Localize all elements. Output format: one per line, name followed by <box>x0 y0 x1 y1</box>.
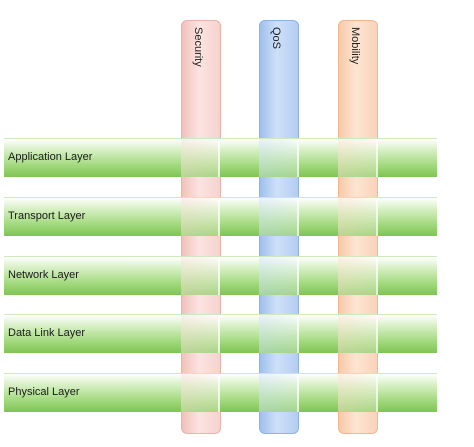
bar-divider <box>376 374 378 412</box>
physical-layer-bar: Physical Layer <box>4 373 437 412</box>
qos-column-label: QoS <box>270 27 282 50</box>
network-layer-label: Network Layer <box>8 269 79 281</box>
bar-divider <box>376 315 378 353</box>
application-layer-bar: Application Layer <box>4 138 437 177</box>
mobility-overlay <box>338 198 376 236</box>
security-overlay <box>181 257 219 295</box>
bar-divider <box>376 198 378 236</box>
physical-layer-label: Physical Layer <box>8 386 80 398</box>
transport-layer-label: Transport Layer <box>8 210 86 222</box>
bar-divider <box>218 315 220 353</box>
data-link-layer-label: Data Link Layer <box>8 327 86 339</box>
qos-overlay <box>259 374 297 412</box>
bar-divider <box>376 257 378 295</box>
bar-divider <box>376 139 378 177</box>
bar-divider <box>218 257 220 295</box>
mobility-overlay <box>338 374 376 412</box>
bar-divider <box>297 315 299 353</box>
bar-divider <box>297 198 299 236</box>
bar-divider <box>297 374 299 412</box>
qos-overlay <box>259 315 297 353</box>
transport-layer-bar: Transport Layer <box>4 197 437 236</box>
qos-overlay <box>259 198 297 236</box>
bar-divider <box>297 257 299 295</box>
data-link-layer-bar: Data Link Layer <box>4 314 437 353</box>
mobility-overlay <box>338 139 376 177</box>
security-overlay <box>181 139 219 177</box>
bar-divider <box>218 198 220 236</box>
bar-divider <box>297 139 299 177</box>
security-overlay <box>181 374 219 412</box>
mobility-overlay <box>338 257 376 295</box>
mobility-overlay <box>338 315 376 353</box>
network-layer-bar: Network Layer <box>4 256 437 295</box>
qos-overlay <box>259 257 297 295</box>
security-column-label: Security <box>192 27 204 67</box>
bar-divider <box>218 139 220 177</box>
bar-divider <box>218 374 220 412</box>
application-layer-label: Application Layer <box>8 151 93 163</box>
mobility-column-label: Mobility <box>349 27 361 65</box>
security-overlay <box>181 198 219 236</box>
security-overlay <box>181 315 219 353</box>
qos-overlay <box>259 139 297 177</box>
